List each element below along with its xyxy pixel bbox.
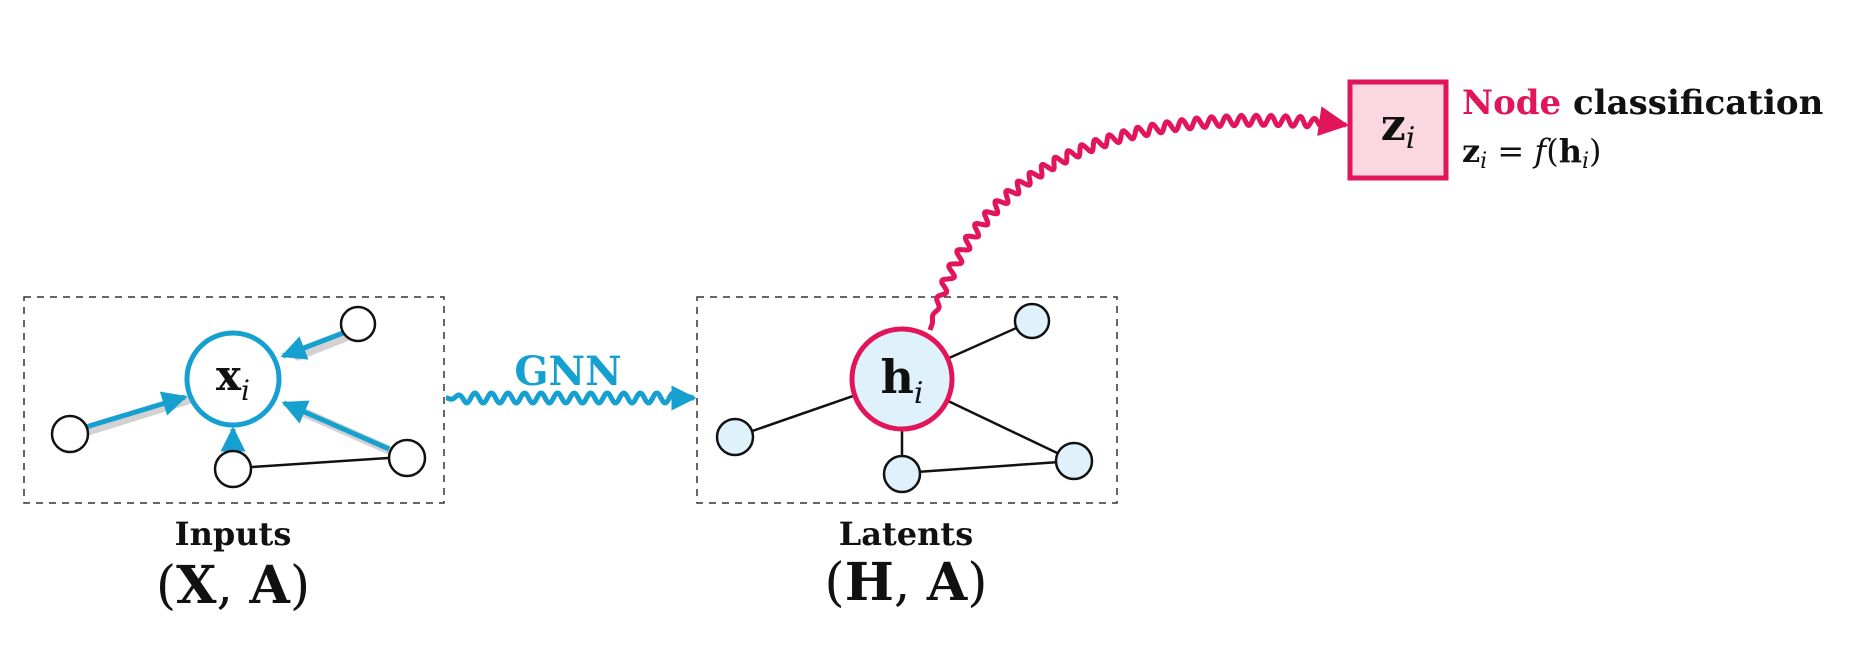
input-node-top-right [339, 305, 377, 343]
paren-open: ( [156, 556, 176, 616]
wavy-arrow-icon [446, 385, 697, 411]
latent-center-node [849, 326, 955, 432]
input-node-right [387, 438, 427, 478]
wavy-curved-arrow-icon [927, 106, 1349, 331]
message-arrows [85, 330, 391, 452]
comma: , [216, 556, 249, 616]
inputs-frame [23, 296, 445, 504]
input-center-node [184, 330, 282, 428]
latents-caption: Latents [839, 515, 973, 553]
latents-panel: hi [696, 296, 1118, 504]
latent-node-top-right [1013, 302, 1051, 340]
gnn-label: GNN [514, 348, 621, 395]
output-formula: zi = f(hi) [1462, 132, 1602, 174]
latent-center-label: hi [880, 350, 923, 411]
input-center-label: xi [216, 351, 250, 407]
inputs-formula: (X, A) [156, 555, 310, 616]
output-title: Node classification [1462, 83, 1823, 123]
paren-open: ( [824, 553, 844, 613]
latent-node-bottom [882, 454, 922, 494]
latent-node-right [1054, 441, 1094, 481]
input-edge [251, 456, 389, 469]
latent-node-left [715, 417, 755, 457]
inputs-caption: Inputs [175, 515, 292, 553]
paren-close: ) [967, 553, 987, 613]
input-node-left [50, 414, 90, 454]
inputs-panel: xi [23, 296, 445, 504]
latents-formula: (H, A) [824, 552, 987, 613]
output-node-label: zi [1381, 100, 1416, 156]
latents-frame [696, 296, 1118, 504]
input-node-bottom [213, 449, 253, 489]
paren-close: ) [290, 556, 310, 616]
output-node-box [1347, 79, 1449, 181]
comma: , [894, 553, 927, 613]
